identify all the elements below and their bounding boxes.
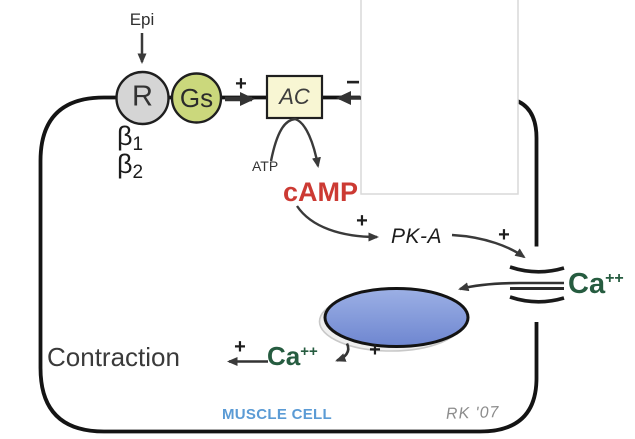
calcium-release-arrow <box>335 342 350 362</box>
beta2-base: β <box>117 149 133 179</box>
calcium-outside-sup: ++ <box>605 270 624 287</box>
plus-sign-ellipse-ca: + <box>369 339 381 361</box>
plus-sign-ca-contraction: + <box>234 336 246 358</box>
calcium-channel-top <box>509 265 565 274</box>
calcium-inside-base: Ca <box>267 341 301 371</box>
beta1-base: β <box>117 121 133 151</box>
calcium-inflow-arrow <box>458 281 564 292</box>
beta2-label: β2 <box>117 149 143 183</box>
atp-to-camp-arrow <box>269 117 321 168</box>
contraction-label: Contraction <box>47 342 180 372</box>
calcium-channel-bottom <box>509 295 565 304</box>
beta1-label: β1 <box>117 121 143 155</box>
gs-protein-label: Gs <box>179 82 214 113</box>
calcium-outside-base: Ca <box>568 268 606 300</box>
receptor-circle <box>115 70 170 126</box>
calcium-outside-label: Ca++ <box>568 270 624 299</box>
atp-label: ATP <box>252 158 279 174</box>
author-signature: RK '07 <box>445 404 500 423</box>
receptor-label: R <box>132 80 153 113</box>
pka-to-channel-arrow <box>451 233 526 259</box>
ac-enzyme-label: AC <box>279 83 310 109</box>
calcium-inside-label: Ca++ <box>267 343 318 369</box>
calcium-inside-sup: ++ <box>300 343 318 360</box>
muscle-cell-label: MUSCLE CELL <box>222 406 332 423</box>
gs-protein-circle <box>170 72 223 124</box>
camp-label: cAMP <box>283 177 359 207</box>
plus-sign-camp-pka: + <box>356 210 368 232</box>
plus-sign-pka-channel: + <box>498 224 510 246</box>
epi-label: Epi <box>129 10 155 29</box>
pka-label: PK-A <box>391 225 443 248</box>
beta1-sub: 1 <box>132 134 144 155</box>
camp-to-pka-arrow <box>296 205 379 242</box>
minus-sign-ac: − <box>345 69 361 96</box>
organelle-ellipse <box>323 287 470 348</box>
overlay-box <box>360 0 519 195</box>
ac-enzyme-box <box>265 74 324 120</box>
beta2-sub: 2 <box>132 162 144 183</box>
plus-sign-gs-ac: + <box>235 73 247 95</box>
